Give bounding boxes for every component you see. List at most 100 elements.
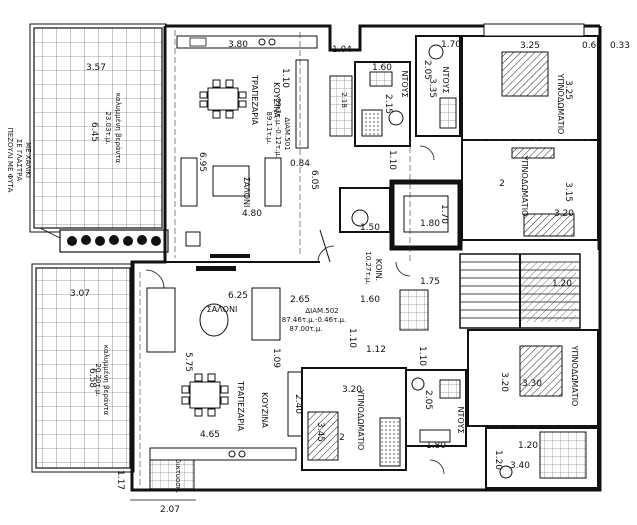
bath-bottom-depth: 2.05 — [423, 390, 433, 410]
apt502-d575: 5.75 — [183, 352, 193, 372]
bath-bottom: 1.80 2.05 ΝΤΟΥΣ — [405, 369, 467, 451]
apt502-d112: 1.12 — [366, 345, 386, 355]
bedroom-bottom-right-label: ΥΠΝΟΔΩΜΑΤΙΟ — [570, 345, 579, 407]
dining-table-bottom — [181, 373, 229, 417]
bedroom-top-right: 3.25 3.25 ΥΠΝΟΔΩΜΑΤΙΟ 0.60 0.33 — [461, 23, 630, 141]
common-lift-width: 1.50 — [360, 223, 380, 233]
bath-bottom-width: 1.80 — [426, 441, 446, 451]
veranda-top-area: 23.03τ.μ. — [104, 111, 112, 144]
apt502-d110: 1.10 — [417, 346, 427, 366]
bath-bottom-label: ΝΤΟΥΣ — [456, 406, 465, 433]
apt502-dining-label: ΤΡΑΠΕΖΑΡΙΑ — [236, 380, 245, 431]
bedroom-2-top-width: 3.20 — [554, 209, 574, 219]
wc-bottom-right: 1.20 3.40 1.20 — [485, 427, 599, 489]
veranda-bottom-width: 3.07 — [70, 289, 90, 299]
misc-d218: 2.18 — [340, 92, 348, 108]
apt501-area-2: 89.11τ.μ. — [265, 111, 273, 144]
veranda-top: 3.57 6.45 καλυμμένη βεράντα 23.03τ.μ. — [29, 23, 167, 233]
bedroom-top-right-width: 3.25 — [520, 41, 540, 51]
bedroom-top-right-label: ΥΠΝΟΔΩΜΑΤΙΟ — [556, 73, 565, 135]
bedroom-2-top-label: ΥΠΝΟΔΩΜΑΤΙΟ — [520, 155, 529, 217]
apt502-area-1: 87.46τ.μ.-0.46τ.μ. — [282, 316, 346, 324]
planter-strip — [39, 227, 169, 253]
wc-bottom-width: 1.20 — [493, 450, 503, 470]
apt501-d104: 1.04 — [332, 45, 352, 55]
common-d110: 1.10 — [347, 328, 357, 348]
bedroom-bottom-right-width: 3.30 — [522, 379, 542, 389]
bedroom-2-bottom-depth: 3.45 — [315, 422, 325, 442]
apt501-area-1: 89.3τ.μ.-0.12τ.μ. — [274, 98, 282, 158]
common-core: 1.50 1.80 1.70 ΚΟΙΝ. 10.27τ.μ. 1.75 1.60… — [339, 179, 463, 348]
bottom-stair-label: δικτυοσκ. — [174, 459, 182, 493]
common-stair-width: 1.80 — [420, 219, 440, 229]
misc-d110b: 1.10 — [387, 150, 397, 170]
bedroom-2-top: ΥΠΝΟΔΩΜΑΤΙΟ 2 3.20 3.15 — [461, 139, 599, 241]
bedroom-2-bottom-label: ΥΠΝΟΔΩΜΑΤΙΟ — [356, 389, 365, 451]
bath-top-width: 1.70 — [441, 40, 461, 50]
apartment-501: 3.80 1.10 ΤΡΑΠΕΖΑΡΙΑ ΚΟΥΖΙΝΑ ΔΙΑΜ.501 89… — [176, 35, 352, 263]
common-d160: 1.60 — [360, 295, 380, 305]
veranda-bottom: 3.07 6.58 καλυμμένη βεράντα 20.20τ.μ. — [31, 263, 135, 473]
apt501-d110: 1.10 — [280, 68, 290, 88]
sofa-set-top — [180, 157, 282, 207]
bottom-stair: δικτυοσκ. 2.07 1.17 — [115, 459, 196, 515]
veranda-bottom-name: καλυμμένη βεράντα — [102, 345, 110, 416]
apt502-d240: 2.40 — [293, 394, 303, 414]
apt501-dining-label: ΤΡΑΠΕΖΑΡΙΑ — [250, 74, 259, 125]
bath-top: 1.70 2.05 ΝΤΟΥΣ 3.35 — [415, 35, 461, 137]
veranda-top-name: καλυμμένη βεράντα — [114, 93, 122, 164]
common-stair-depth: 1.70 — [439, 204, 449, 224]
apt501-kitchen-width: 3.80 — [228, 40, 248, 50]
apt501-left-depth: 6.95 — [197, 152, 207, 172]
planter-note-line1: ΠΕΖΟΥΛΙ ΜΕ ΦΥΤΑ — [6, 128, 14, 193]
bedroom-2-bottom: 3.20 3.45 ΥΠΝΟΔΩΜΑΤΙΟ 2 — [301, 367, 407, 471]
bedroom-top-right-depth: 3.25 — [563, 80, 573, 100]
right-edge-b: 0.33 — [610, 41, 630, 51]
veranda-top-depth: 6.45 — [89, 122, 99, 142]
apt501-width: 4.80 — [242, 209, 262, 219]
bedroom-2-bottom-width: 3.20 — [342, 385, 362, 395]
bath-top-depth2: 3.35 — [427, 78, 437, 98]
bedroom-bottom-right-depth: 3.20 — [499, 372, 509, 392]
wc-top: 1.60 2.15 ΝΤΟΥΣ 2.18 1.10 — [329, 61, 411, 170]
apt501-living-label: ΣΑΛΟΝΙ — [242, 177, 251, 208]
planter-note: ΠΕΖΟΥΛΙ ΜΕ ΦΥΤΑ ΣΕ ΓΛΑΣΤΡΑ ΜΕ ΧΑΛΙΚΙ — [6, 128, 32, 193]
planter-note-line2: ΣΕ ΓΛΑΣΤΡΑ — [15, 139, 23, 181]
bottom-stair-edge: 1.17 — [115, 470, 125, 490]
apt502-d465: 4.65 — [200, 430, 220, 440]
bedroom-2-bottom-num: 2 — [339, 433, 345, 443]
common-area: 10.27τ.μ. — [364, 251, 372, 284]
apt501-name: ΔΙΑΜ.501 — [283, 117, 291, 150]
bedroom-2-top-num: 2 — [499, 179, 505, 189]
planter-note-line3: ΜΕ ΧΑΛΙΚΙ — [24, 142, 32, 178]
veranda-top-width: 3.57 — [86, 63, 106, 73]
right-edge-a: 0.60 — [582, 41, 602, 51]
bath-top-label: ΝΤΟΥΣ — [441, 66, 450, 93]
apt502-living-label: ΣΑΛΟΝΙ — [207, 305, 238, 314]
wc-top-depth: 2.15 — [383, 94, 393, 114]
storage-width: 1.20 — [552, 279, 572, 289]
dining-table-top — [199, 79, 247, 119]
apt501-living-depth: 6.05 — [309, 170, 319, 190]
apt502-name: ΔΙΑΜ.502 — [305, 307, 338, 315]
apt502-living-width: 6.25 — [228, 291, 248, 301]
veranda-bottom-depth: 6.58 — [87, 368, 97, 388]
wc-bottom-width2: 3.40 — [510, 461, 530, 471]
bedroom-2-top-depth: 3.15 — [563, 182, 573, 202]
bath-top-depth: 2.05 — [422, 60, 432, 80]
wc-top-width: 1.60 — [372, 63, 392, 73]
common-label: ΚΟΙΝ. — [374, 259, 383, 281]
common-d175: 1.75 — [420, 277, 440, 287]
sofa-set-bottom — [146, 287, 281, 353]
bottom-stair-width: 2.07 — [160, 505, 180, 515]
apt502-area-2: 87.00τ.μ. — [289, 325, 322, 333]
bedroom-bottom-right: 3.30 3.20 ΥΠΝΟΔΩΜΑΤΙΟ — [467, 329, 599, 427]
apt502-d109: 1.09 — [271, 348, 281, 368]
veranda-bottom-area: 20.20τ.μ. — [94, 363, 102, 396]
apt501-kitchen-label: ΚΟΥΖΙΝΑ — [272, 82, 281, 118]
dimension-guides — [139, 30, 590, 486]
apt502-d265: 2.65 — [290, 295, 310, 305]
wc-top-label: ΝΤΟΥΣ — [400, 70, 409, 97]
stairs: 1.20 — [459, 253, 581, 329]
